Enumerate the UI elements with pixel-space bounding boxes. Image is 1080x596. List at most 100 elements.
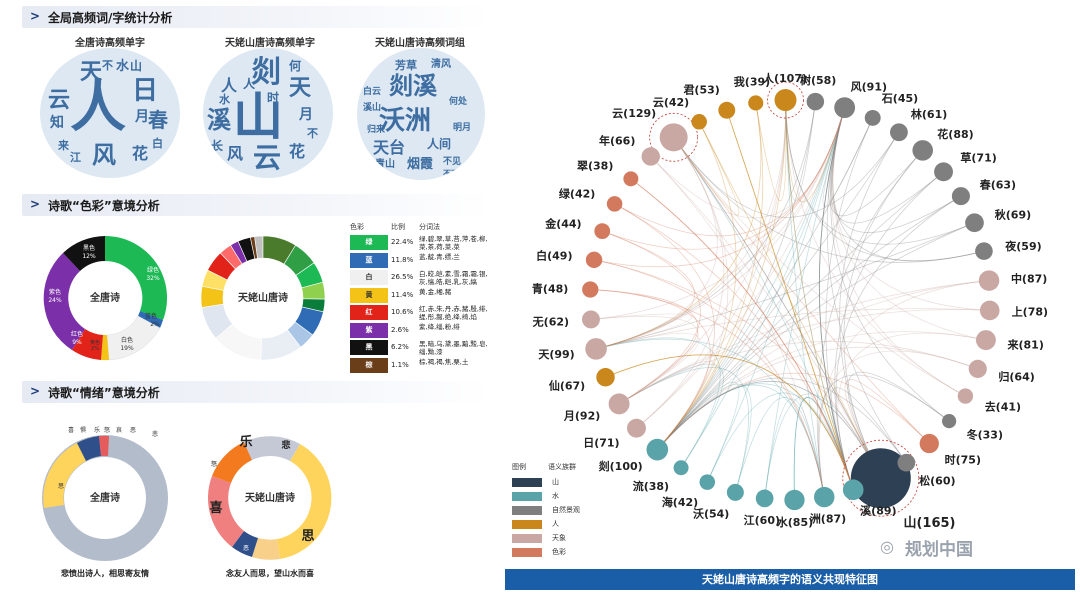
wc-word: 人 — [243, 77, 256, 91]
network-node-label: 秋(69) — [995, 207, 1031, 221]
legend-item: 天象 — [512, 533, 580, 543]
network-node — [691, 114, 707, 130]
wc-word: 天台 — [373, 138, 406, 157]
network-node-label: 月(92) — [563, 409, 600, 422]
network-edge — [656, 222, 975, 450]
legend-item: 人 — [512, 519, 580, 529]
wc-word: 长 — [211, 139, 224, 153]
emotion-label: 哀 — [116, 426, 122, 434]
network-edge — [673, 137, 882, 479]
donut-slice — [260, 329, 302, 361]
network-edge — [595, 332, 700, 405]
network-edge — [673, 132, 900, 218]
legend-item: 山 — [512, 477, 580, 487]
wc-word: 水 — [219, 93, 230, 106]
network-node — [968, 359, 987, 378]
network-node — [919, 433, 939, 454]
network-edge — [595, 100, 786, 350]
hub-ring — [649, 112, 699, 162]
network-node — [585, 338, 607, 360]
network-edge — [785, 100, 966, 397]
wc-word: 不可 — [443, 169, 459, 178]
wc-word: 月 — [299, 107, 313, 123]
donut-slice — [207, 252, 236, 281]
network-edge — [698, 121, 882, 479]
network-edge — [830, 387, 907, 490]
donut-slice-think — [43, 443, 86, 508]
network-edge — [785, 100, 825, 498]
emotion-donut-tang: 全唐诗 悲 思 乐 喜 惧 怒 哀 恶 — [42, 426, 168, 561]
network-edge — [656, 121, 737, 450]
network-edge — [618, 280, 990, 405]
emotion-caption-tianlao: 念友人而思，望山水而喜 — [226, 569, 314, 578]
co-occurrence-network: 山(165)剡(100)溪(89)洲(87)水(85)江(60)沃(54)海(4… — [532, 71, 1048, 531]
network-edge — [656, 346, 978, 450]
network-edge — [590, 313, 692, 350]
emotion-label: 思 — [58, 483, 64, 490]
wc-word: 沃洲 — [379, 106, 432, 136]
donut-slice-sad — [244, 436, 300, 461]
wordcloud-label-tianlao-phrase: 天姥山唐诗高频词组 — [375, 38, 465, 49]
network-edge — [656, 372, 930, 450]
network-node-label: 人(107) — [763, 71, 807, 85]
wc-word: 明月 — [453, 123, 472, 133]
section-title: 诗歌“色彩”意境分析 — [48, 199, 160, 213]
network-edge — [764, 393, 882, 499]
network-node — [951, 187, 970, 206]
legend-swatch — [512, 533, 542, 543]
legend-label: 天象 — [552, 534, 566, 542]
network-edge — [656, 381, 882, 479]
color-pct: 1.1% — [391, 361, 409, 369]
network-node — [975, 330, 996, 351]
network-edge — [726, 110, 854, 490]
network-node-label: 云(42) — [653, 96, 689, 109]
left-panel: > 全局高频词/字统计分析 全唐诗高频单字 天姥山唐诗高频单字 天姥山唐诗高频词… — [0, 0, 500, 596]
network-edge — [656, 381, 740, 483]
hub-ring — [842, 439, 920, 517]
network-node-label: 上(78) — [1012, 305, 1048, 319]
legend-swatch — [512, 519, 542, 529]
network-edge — [706, 107, 846, 483]
color-words: 蓝,靛,青,缥,兰 — [419, 253, 460, 261]
legend-swatch — [512, 477, 542, 487]
network-edge — [793, 397, 854, 500]
color-swatch: 红 — [350, 305, 388, 320]
slice-label: 蓝色 — [145, 312, 157, 320]
legend-swatch — [512, 547, 542, 557]
network-node-label: 金(44) — [544, 217, 581, 231]
slice-value: 12% — [82, 253, 96, 260]
network-edge — [618, 367, 749, 493]
wordcloud-label-tianlao-char: 天姥山唐诗高频单字 — [225, 38, 315, 49]
network-node-label: 绿(42) — [559, 186, 595, 200]
donut-slice-red — [72, 329, 103, 360]
network-node — [608, 393, 630, 415]
emotion-label: 喜 — [68, 426, 74, 434]
color-pct: 11.4% — [391, 291, 414, 299]
network-edge — [590, 289, 699, 405]
wc-word: 来 — [58, 139, 69, 152]
network-edge — [614, 203, 715, 450]
legend-label: 色彩 — [552, 548, 566, 556]
emotion-label: 悲 — [281, 439, 290, 451]
network-node — [718, 101, 736, 119]
network-node-label: 我(39) — [734, 74, 770, 88]
wc-word: 白 — [152, 137, 163, 150]
legend-label: 自然景观 — [552, 506, 580, 514]
network-node — [806, 92, 825, 111]
slice-value: 24% — [48, 297, 62, 304]
network-node-label: 云(129) — [612, 107, 656, 120]
network-title-banner: 天姥山唐诗高频字的语义共现特征图 — [505, 569, 1075, 590]
donut-slice — [201, 303, 234, 339]
network-edge — [590, 289, 711, 450]
section-arrow: > — [30, 197, 41, 211]
network-edge — [673, 137, 854, 490]
network-node-label: 剡(100) — [598, 459, 643, 473]
section-title: 全局高频词/字统计分析 — [48, 11, 173, 25]
network-edge — [816, 150, 924, 498]
network-node — [659, 123, 688, 152]
network-edge — [656, 171, 944, 450]
color-swatch: 蓝 — [350, 253, 388, 268]
network-edge — [618, 309, 990, 405]
network-edge — [593, 259, 882, 479]
